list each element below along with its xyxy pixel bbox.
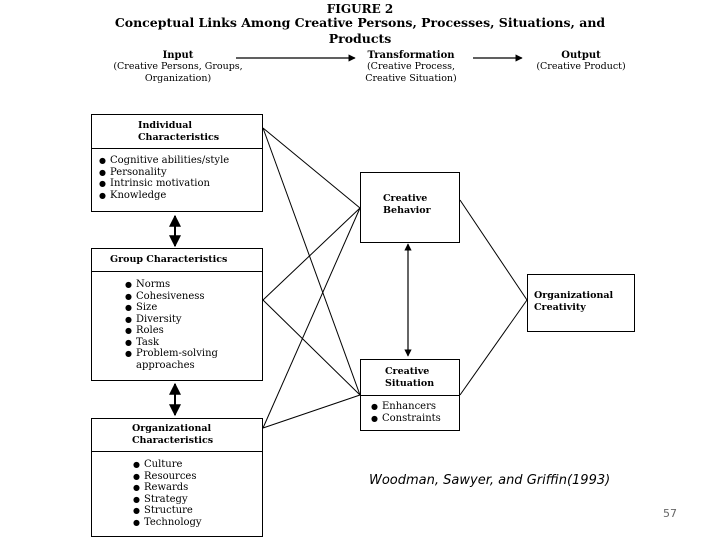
organizational-title-line2: Characteristics — [132, 435, 214, 446]
creative-behavior-box: Creative Behavior — [360, 172, 460, 243]
line-group-to-behavior — [262, 207, 361, 301]
list-item-continuation: approaches — [136, 359, 195, 371]
group-characteristics-header: Group Characteristics — [91, 248, 263, 272]
behavior-title-line1: Creative — [383, 193, 428, 204]
list-item: Norms — [125, 279, 262, 291]
behavior-title-line2: Behavior — [383, 205, 431, 216]
list-item: Resources — [133, 471, 262, 483]
individual-title-line2: Characteristics — [138, 132, 220, 143]
list-item: Size — [125, 302, 262, 314]
list-item: Roles — [125, 325, 262, 337]
figure-title: Conceptual Links Among Creative Persons,… — [114, 15, 606, 46]
citation-credit: Woodman, Sawyer, and Griffin(1993) — [369, 473, 611, 488]
list-item: Personality — [99, 167, 262, 179]
list-item: Technology — [133, 517, 262, 529]
organizational-title-line1: Organizational — [132, 423, 212, 434]
list-item: Enhancers — [371, 401, 459, 413]
page-number: 57 — [663, 507, 677, 520]
creativity-title-line1: Organizational — [534, 290, 614, 301]
line-behavior-to-creativity — [459, 199, 528, 301]
organizational-characteristics-list: Culture Resources Rewards Strategy Struc… — [91, 451, 263, 537]
list-item: Cognitive abilities/style — [99, 155, 262, 167]
flow-transformation: Transformation (Creative Process, Creati… — [340, 50, 482, 85]
list-item: Constraints — [371, 413, 459, 425]
flow-output-sub1: (Creative Product) — [536, 61, 626, 72]
organizational-characteristics-header: Organizational Characteristics — [91, 418, 263, 452]
list-item: Knowledge — [99, 190, 262, 202]
individual-characteristics-list: Cognitive abilities/style Personality In… — [91, 148, 263, 212]
group-title: Group Characteristics — [110, 254, 228, 265]
line-organizational-to-behavior — [262, 207, 361, 429]
situation-title-line2: Situation — [385, 378, 435, 389]
flow-input: Input (Creative Persons, Groups, Organiz… — [88, 50, 268, 85]
flow-transformation-sub2: Creative Situation) — [365, 73, 457, 84]
figure-label: FIGURE 2 — [326, 2, 394, 16]
list-item: Structure — [133, 505, 262, 517]
list-item: Cohesiveness — [125, 291, 262, 303]
individual-characteristics-header: Individual Characteristics — [91, 114, 263, 149]
organizational-creativity-box: Organizational Creativity — [527, 274, 635, 332]
flow-input-sub2: Organization) — [144, 73, 212, 84]
list-item: Culture — [133, 459, 262, 471]
list-item: Strategy — [133, 494, 262, 506]
line-situation-to-creativity — [459, 299, 528, 396]
individual-title-line1: Individual — [138, 120, 193, 131]
creative-situation-header: Creative Situation — [360, 359, 460, 396]
creative-situation-list: Enhancers Constraints — [360, 395, 460, 431]
flow-input-heading: Input — [162, 50, 194, 61]
line-individual-to-behavior — [262, 127, 361, 209]
situation-title-line1: Creative — [385, 366, 430, 377]
group-characteristics-list: Norms Cohesiveness Size Diversity Roles … — [91, 271, 263, 381]
list-item: Diversity — [125, 314, 262, 326]
flow-transformation-sub1: (Creative Process, — [366, 61, 456, 72]
list-item: Rewards — [133, 482, 262, 494]
flow-output-heading: Output — [561, 50, 601, 61]
flow-output: Output (Creative Product) — [522, 50, 640, 73]
line-individual-to-situation — [262, 127, 361, 396]
list-item: Intrinsic motivation — [99, 178, 262, 190]
flow-input-sub1: (Creative Persons, Groups, — [113, 61, 243, 72]
list-item: Problem-solving — [125, 348, 262, 360]
flow-transformation-heading: Transformation — [367, 50, 455, 61]
creativity-title-line2: Creativity — [534, 302, 586, 313]
line-group-to-situation — [262, 299, 361, 396]
list-item: Task — [125, 337, 262, 349]
line-organizational-to-situation — [262, 394, 361, 429]
